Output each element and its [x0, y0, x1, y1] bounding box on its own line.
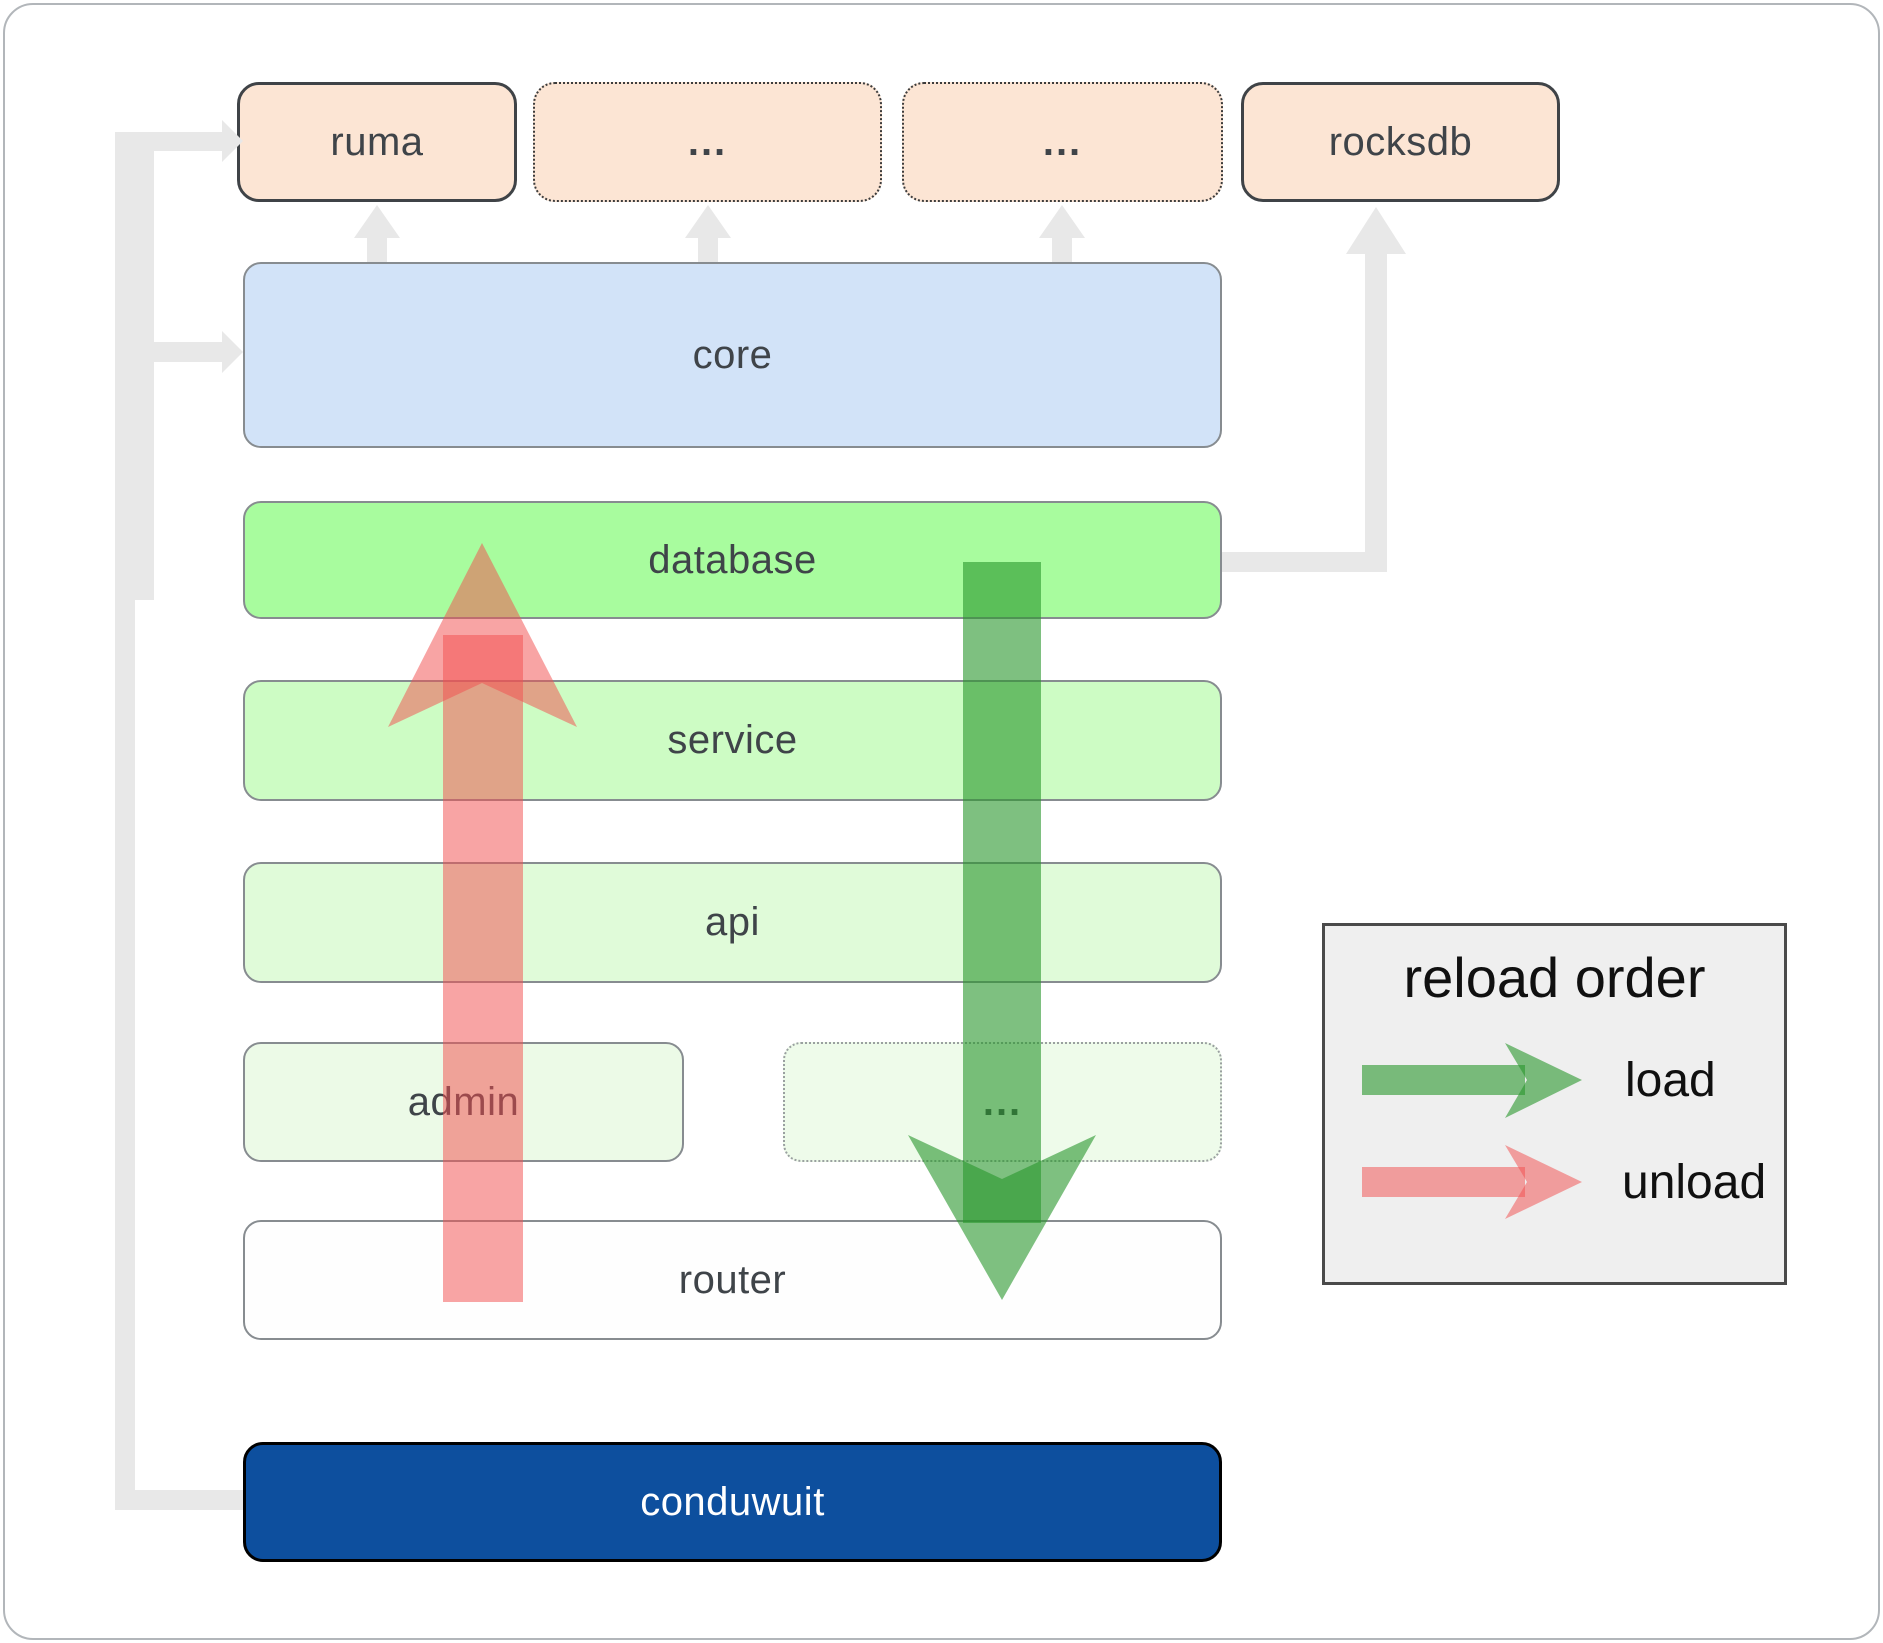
- node-label: ...: [1042, 119, 1083, 164]
- node-label: router: [678, 1257, 787, 1302]
- legend-title: reload order: [1403, 946, 1706, 1009]
- node-label: core: [692, 332, 773, 377]
- node-label: ...: [982, 1079, 1023, 1124]
- node-service: service: [243, 680, 1222, 801]
- diagram-frame: [3, 3, 1880, 1640]
- node-router: router: [243, 1220, 1222, 1340]
- node-label: ruma: [330, 119, 424, 164]
- node-api: api: [243, 862, 1222, 983]
- node-label: database: [648, 537, 817, 582]
- node-core: core: [243, 262, 1222, 448]
- node-label: admin: [407, 1079, 520, 1124]
- node-label: api: [705, 900, 760, 944]
- node-database: database: [243, 501, 1222, 619]
- node-label: rocksdb: [1328, 119, 1473, 164]
- node-conduwuit: conduwuit: [243, 1442, 1222, 1562]
- node-label: service: [667, 718, 798, 762]
- node-label: conduwuit: [640, 1479, 825, 1524]
- node-label: ...: [687, 119, 728, 164]
- legend-unload-label: unload: [1622, 1155, 1767, 1209]
- legend-load-label: load: [1625, 1053, 1716, 1107]
- node-ellipsis-1: ...: [533, 82, 882, 202]
- node-ellipsis-3: ...: [783, 1042, 1222, 1162]
- node-admin: admin: [243, 1042, 684, 1162]
- node-ellipsis-2: ...: [902, 82, 1223, 202]
- node-ruma: ruma: [237, 82, 517, 202]
- node-rocksdb: rocksdb: [1241, 82, 1560, 202]
